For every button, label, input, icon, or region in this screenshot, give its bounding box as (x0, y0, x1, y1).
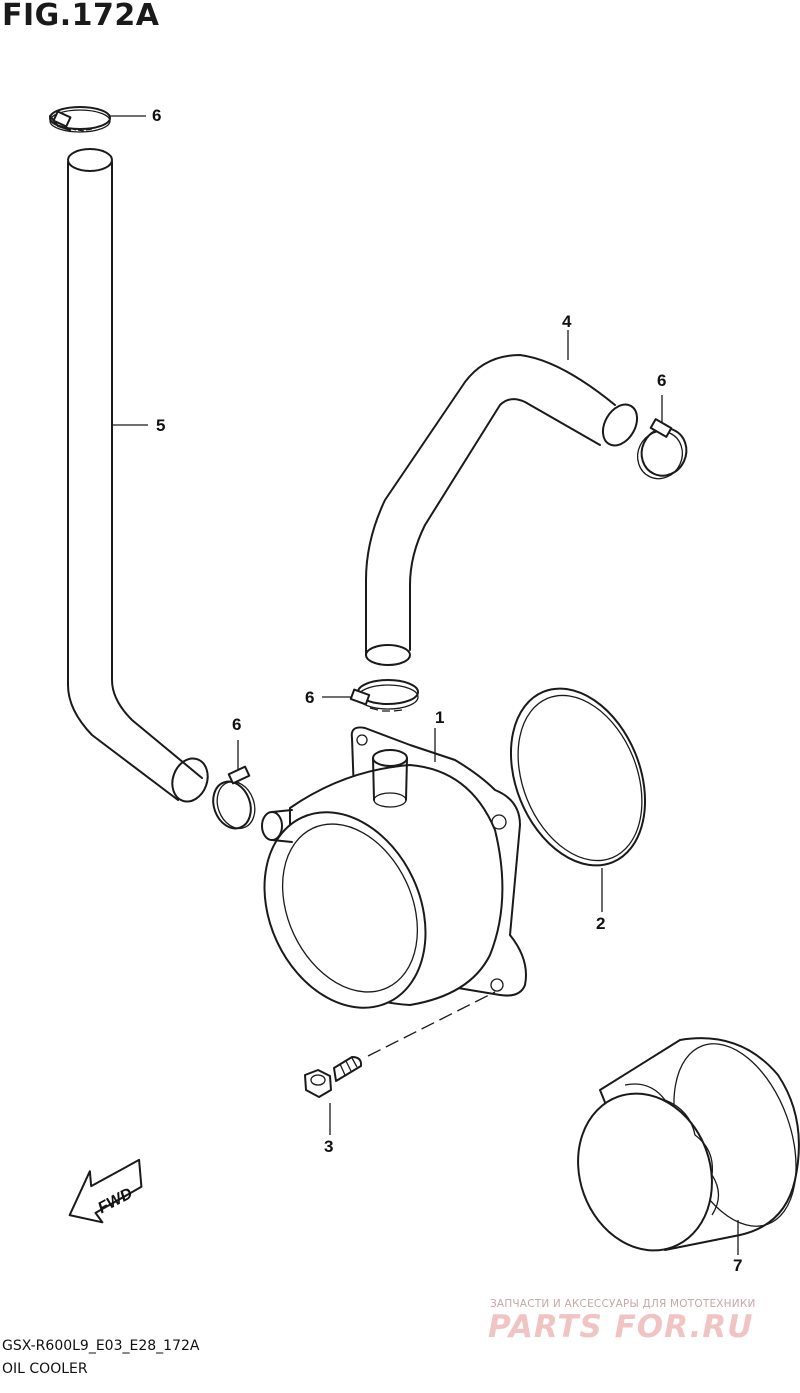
figure-title: FIG.172A (2, 0, 160, 33)
watermark-brand: PARTS FOR.RU (488, 1309, 754, 1345)
callout-6-top: 6 (152, 106, 162, 125)
hose-clamp-center (322, 679, 419, 712)
long-hose (67, 148, 209, 803)
figure-name: OIL COOLER (2, 1361, 88, 1377)
bolt (304, 991, 496, 1135)
hose-clamp-top (49, 106, 146, 133)
o-ring (509, 687, 647, 912)
hose-clamp-right (636, 395, 688, 480)
callout-3: 3 (324, 1137, 334, 1156)
callout-2: 2 (596, 914, 606, 933)
callout-1: 1 (435, 708, 445, 727)
callout-6-center: 6 (305, 688, 315, 707)
callout-6-left: 6 (232, 715, 242, 734)
fwd-arrow-icon: FWD (68, 1158, 143, 1224)
hose-clamp-left (212, 740, 256, 830)
oil-filter (577, 1037, 800, 1255)
callout-4: 4 (562, 312, 572, 331)
figure-code: GSX-R600L9_E03_E28_172A (2, 1338, 200, 1354)
curved-hose (365, 330, 639, 666)
callout-7: 7 (733, 1256, 743, 1275)
watermark-tagline: ЗАПЧАСТИ И АКСЕССУАРЫ ДЛЯ МОТОТЕХНИКИ (490, 1298, 756, 1310)
oil-cooler (261, 726, 527, 1009)
callout-5: 5 (156, 416, 166, 435)
callout-6-right: 6 (657, 371, 667, 390)
